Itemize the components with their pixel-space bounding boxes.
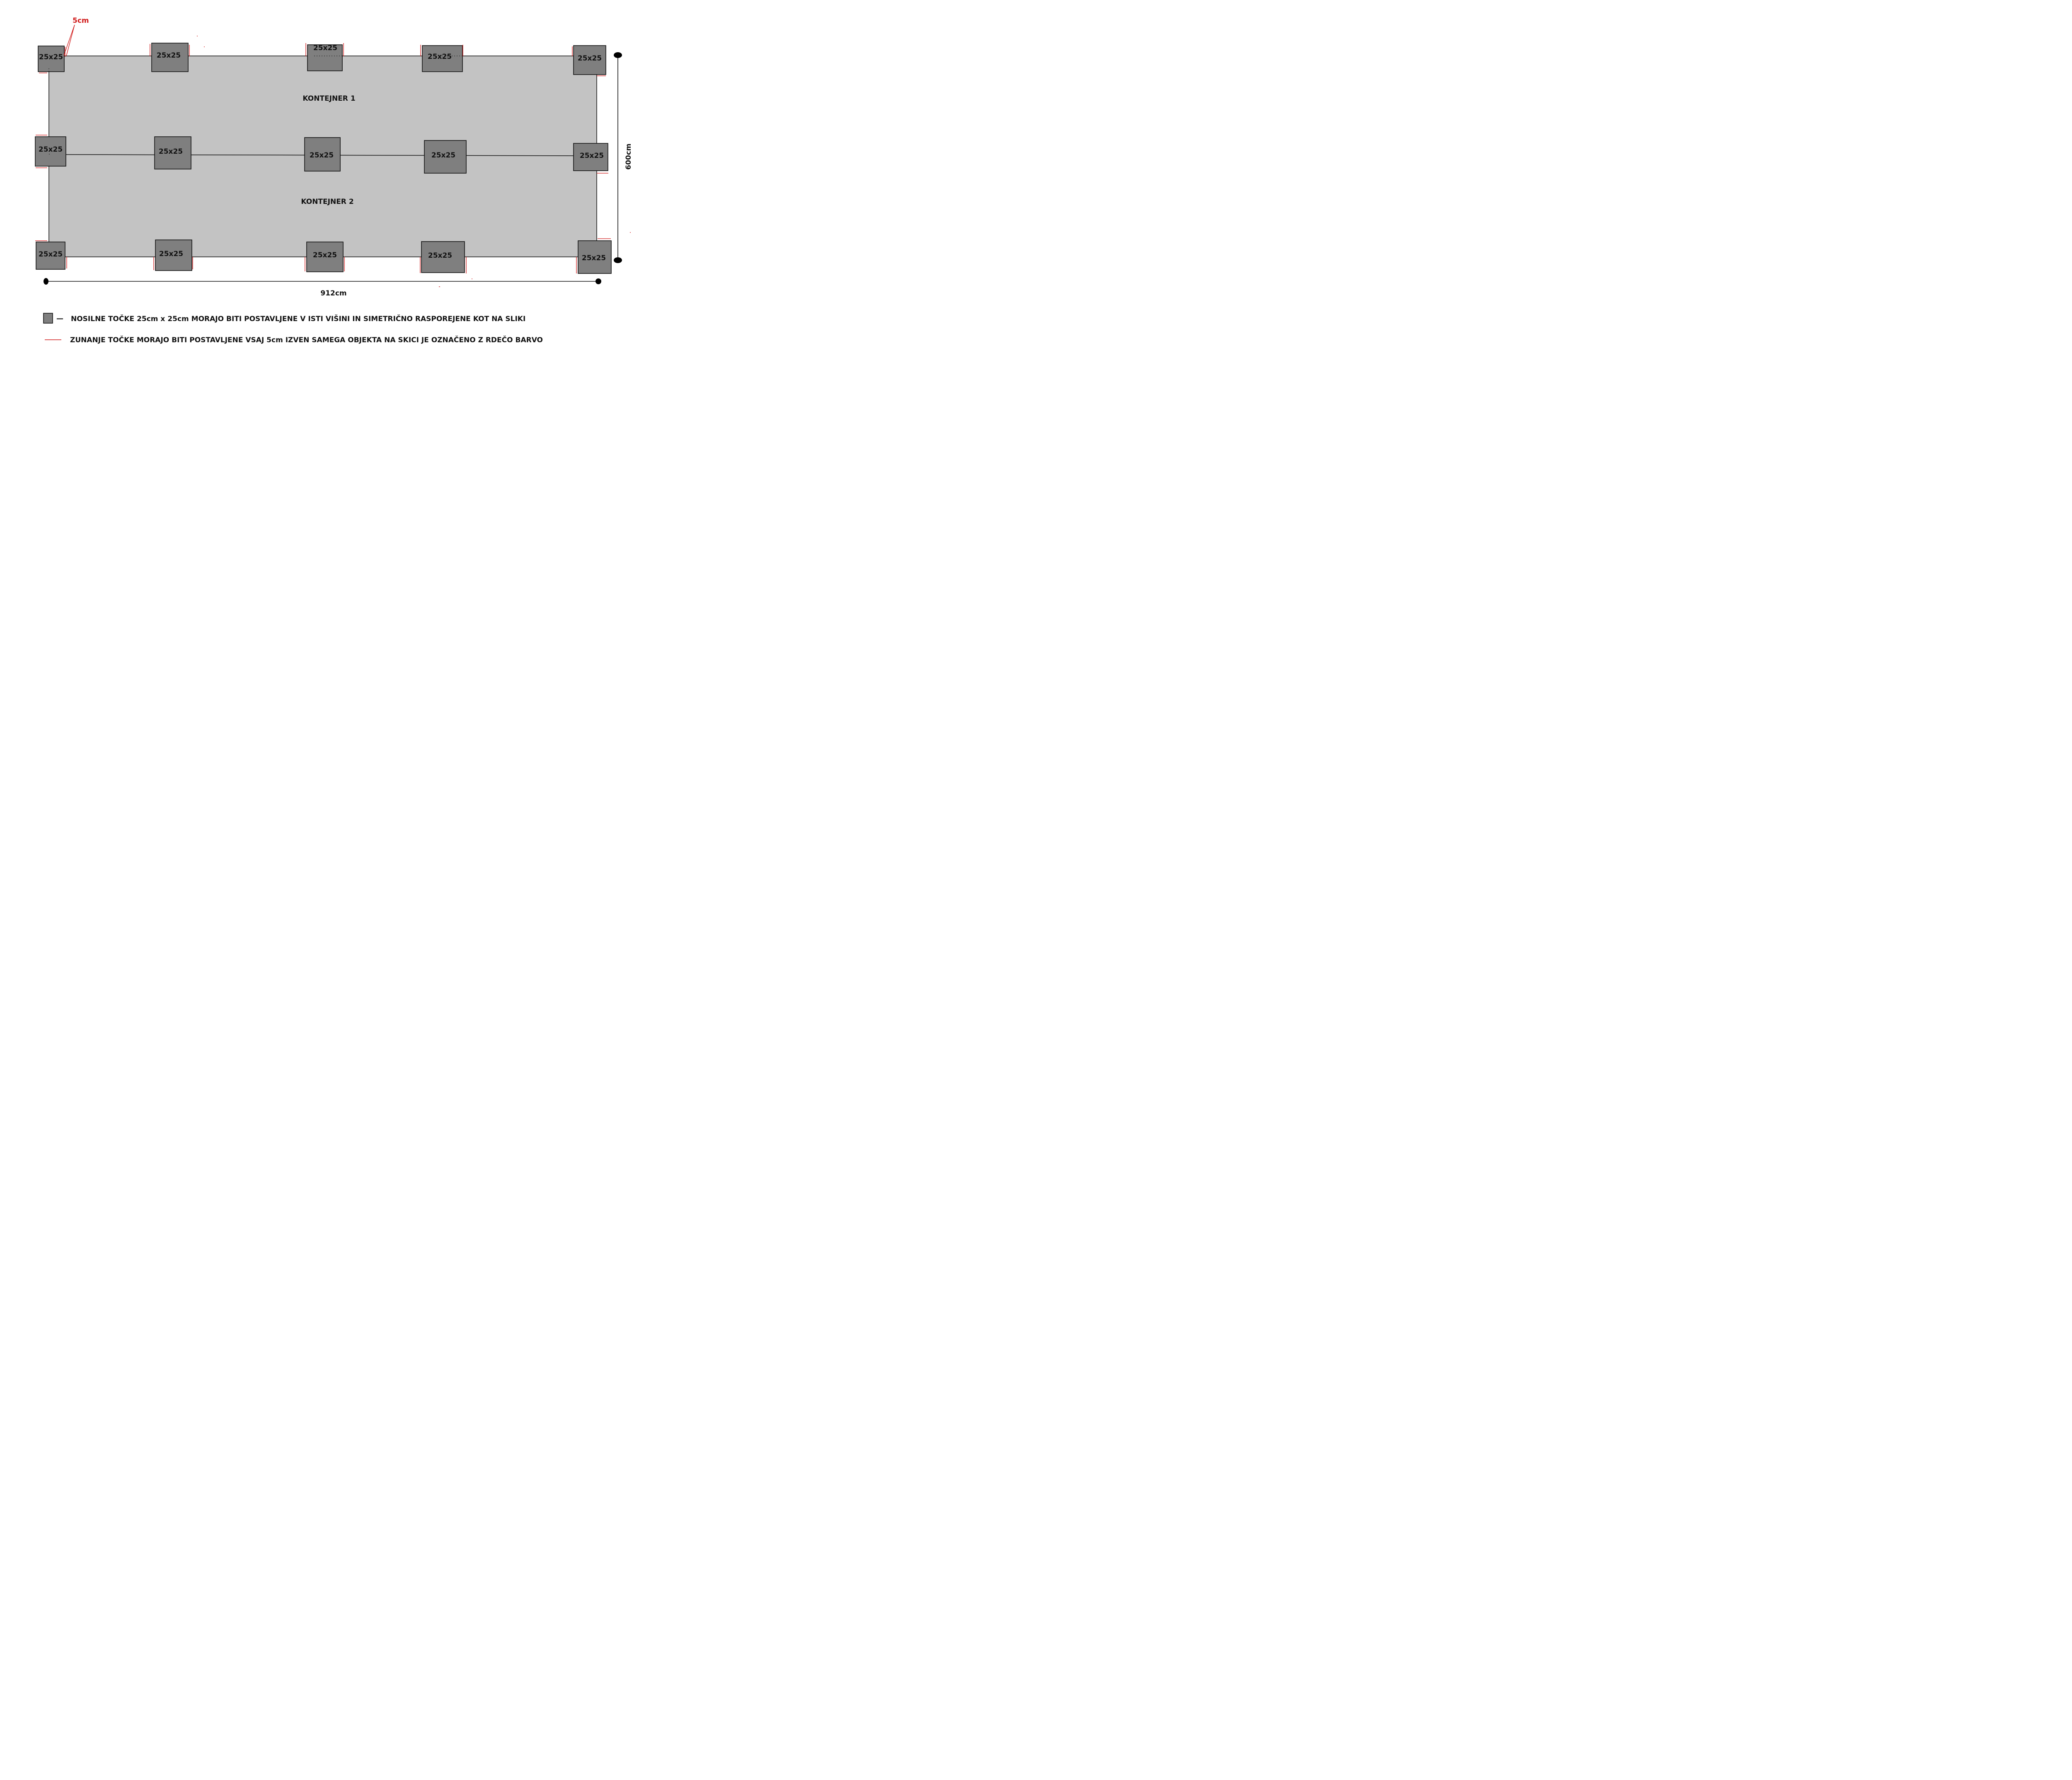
pad-size-label: 25x25	[39, 145, 63, 154]
pad-size-label: 25x25	[313, 44, 337, 52]
pad-size-label: 25x25	[580, 152, 604, 160]
container-foundation-diagram: KONTEJNER 1 KONTEJNER 2 25x25 25x25 25x2…	[35, 17, 633, 344]
pad-size-label: 25x25	[39, 250, 63, 259]
width-dimension-label: 912cm	[320, 289, 346, 297]
support-pad: 25x25	[424, 140, 467, 174]
legend-pad-row: — NOSILNE TOČKE 25cm x 25cm MORAJO BITI …	[43, 313, 525, 324]
support-pad: 25x25	[307, 44, 343, 71]
support-pad: 25x25	[35, 136, 66, 167]
width-dimension-line	[44, 278, 601, 285]
dimension-end-dot	[44, 278, 48, 285]
legend-pad-dash: —	[56, 314, 63, 323]
dimension-end-dot	[614, 257, 622, 263]
support-pad: 25x25	[421, 241, 465, 273]
pad-size-label: 25x25	[39, 53, 63, 61]
legend-red-row: ZUNANJE TOČKE MORAJO BITI POSTAVLJENE VS…	[45, 335, 543, 344]
pad-size-label: 25x25	[582, 254, 606, 262]
pad-size-label: 25x25	[313, 251, 337, 259]
height-dimension-label: 600cm	[625, 143, 633, 169]
pad-size-label: 25x25	[428, 53, 452, 61]
container-1-label: KONTEJNER 1	[303, 94, 355, 103]
support-pad: 25x25	[151, 43, 189, 72]
pad-size-label: 25x25	[159, 250, 183, 258]
pad-centerline-marks	[48, 56, 462, 155]
support-pad: 25x25	[155, 239, 192, 271]
legend-red-text: ZUNANJE TOČKE MORAJO BITI POSTAVLJENE VS…	[70, 335, 543, 344]
pad-size-label: 25x25	[431, 151, 455, 160]
offset-callout-leader-lines	[63, 24, 75, 56]
legend-pad-text: NOSILNE TOČKE 25cm x 25cm MORAJO BITI PO…	[71, 314, 525, 323]
pad-size-label: 25x25	[428, 252, 452, 260]
pad-size-label: 25x25	[310, 151, 334, 160]
support-pad: 25x25	[154, 136, 191, 169]
height-dimension-line	[614, 52, 622, 263]
support-pad: 25x25	[304, 137, 341, 172]
pad-size-label: 25x25	[157, 51, 181, 60]
container-2-label: KONTEJNER 2	[301, 198, 353, 206]
support-pad: 25x25	[573, 45, 606, 75]
offset-callout-label: 5cm	[73, 17, 89, 25]
support-pad: 25x25	[573, 143, 608, 171]
support-pad: 25x25	[306, 242, 344, 272]
support-pad: 25x25	[38, 46, 65, 72]
red-offset-markers	[35, 36, 631, 287]
support-pad: 25x25	[422, 45, 463, 72]
support-pad: 25x25	[578, 240, 612, 274]
pad-size-label: 25x25	[578, 54, 602, 63]
dimension-end-dot	[614, 52, 622, 58]
pad-size-label: 25x25	[159, 148, 183, 156]
support-pad: 25x25	[36, 242, 65, 270]
dimension-end-dot	[595, 278, 601, 284]
legend-pad-swatch	[43, 313, 53, 324]
